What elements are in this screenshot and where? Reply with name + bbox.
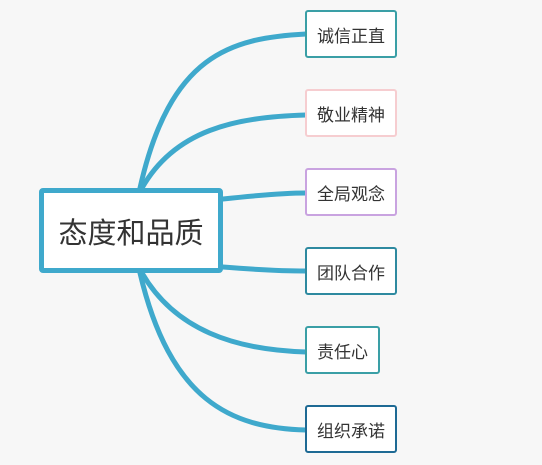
connector-line-1 bbox=[137, 31, 309, 191]
root-topic-label: 态度和品质 bbox=[58, 215, 204, 250]
root-topic-node[interactable]: 态度和品质 bbox=[39, 188, 223, 273]
connector-line-6 bbox=[137, 270, 309, 433]
subtopic-node-2[interactable]: 敬业精神 bbox=[305, 89, 397, 137]
subtopic-label-5: 责任心 bbox=[317, 342, 368, 363]
subtopic-label-1: 诚信正直 bbox=[317, 26, 385, 47]
connector-line-4 bbox=[220, 264, 309, 274]
connector-line-5 bbox=[139, 270, 309, 355]
subtopic-node-4[interactable]: 团队合作 bbox=[305, 247, 397, 295]
subtopic-label-6: 组织承诺 bbox=[317, 421, 385, 442]
connector-line-2 bbox=[139, 112, 309, 191]
connector-line-3 bbox=[220, 190, 309, 202]
subtopic-node-1[interactable]: 诚信正直 bbox=[305, 10, 397, 58]
subtopic-node-6[interactable]: 组织承诺 bbox=[305, 405, 397, 453]
subtopic-label-2: 敬业精神 bbox=[317, 105, 385, 126]
subtopic-label-3: 全局观念 bbox=[317, 184, 385, 205]
subtopic-node-5[interactable]: 责任心 bbox=[305, 326, 380, 374]
subtopic-node-3[interactable]: 全局观念 bbox=[305, 168, 397, 216]
subtopic-label-4: 团队合作 bbox=[317, 263, 385, 284]
